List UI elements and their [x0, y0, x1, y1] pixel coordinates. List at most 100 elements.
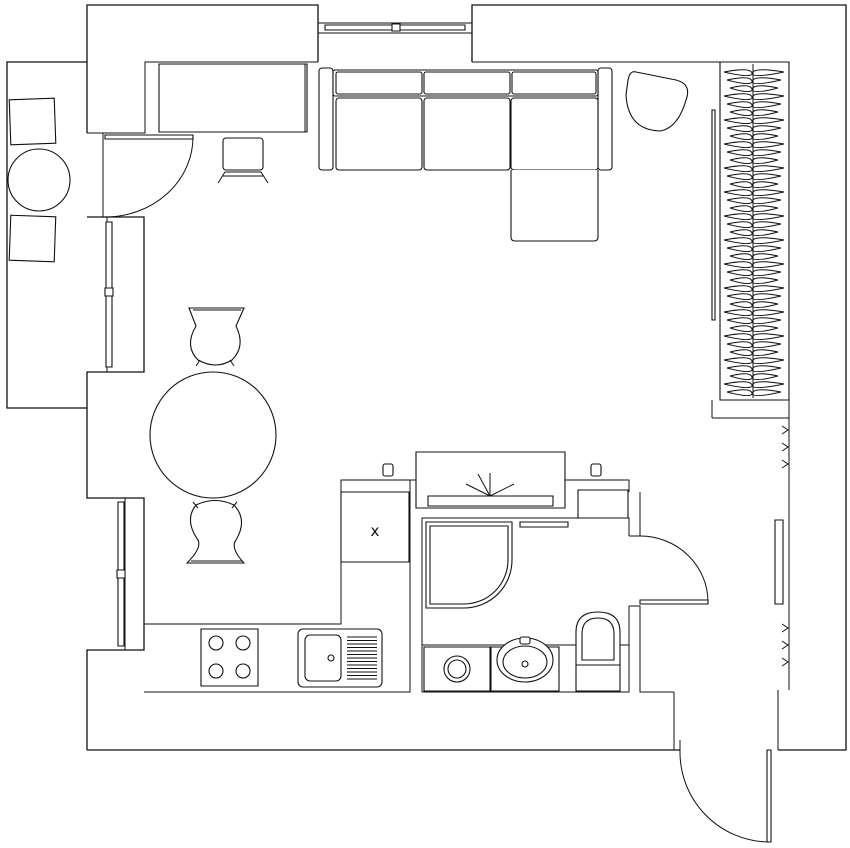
desk-area: [159, 64, 307, 183]
hanger: [730, 302, 778, 308]
sink-drain: [328, 655, 334, 661]
sink-drainboard: [347, 637, 377, 679]
coat-hook: [782, 658, 788, 666]
hanger: [730, 374, 778, 380]
kitchen: x: [144, 464, 410, 692]
cabinet-light-ray-4: [478, 474, 490, 496]
hanger: [724, 190, 784, 196]
balcony: [7, 62, 87, 408]
hanger: [727, 366, 781, 372]
coat-hook: [782, 460, 788, 468]
hanger: [724, 382, 784, 388]
dining-chair-bottom-leg-b: [232, 502, 237, 508]
desk-chair-seat: [223, 138, 263, 170]
desk: [159, 64, 307, 132]
dining-chair-top-leg-b: [230, 360, 234, 366]
washbasin-drain: [522, 661, 528, 667]
towel-rail: [520, 522, 568, 527]
sink-bowl: [305, 635, 341, 681]
bathroom-walls: [422, 518, 629, 692]
burner-1: [209, 636, 223, 650]
dining-set: [150, 308, 276, 563]
hanger: [730, 134, 778, 140]
hanger: [730, 350, 778, 356]
west-window-lower-latch: [117, 570, 125, 578]
bathroom-door-leaf: [640, 600, 708, 604]
hanger: [724, 118, 784, 124]
hall-mirror: [775, 520, 783, 604]
cooktop: [201, 629, 258, 686]
hanger: [730, 230, 778, 236]
hanger: [724, 142, 784, 148]
balcony-chair-top: [9, 98, 56, 145]
entry-cabinet: [341, 452, 629, 518]
hanger: [727, 318, 781, 324]
dining-chair-bottom-shell: [187, 501, 244, 564]
hanger: [724, 286, 784, 292]
sofa-back-cushion-1: [336, 72, 422, 94]
sofa: [319, 68, 612, 241]
burner-2: [236, 636, 250, 650]
wardrobe: [712, 62, 789, 400]
washbasin: [491, 637, 559, 691]
toilet: [576, 612, 620, 691]
hanger: [730, 86, 778, 92]
kitchen-tap: [383, 464, 393, 476]
hanger: [727, 126, 781, 132]
dining-chair-top: [189, 308, 244, 366]
hanger: [727, 78, 781, 84]
cabinet-light: [466, 473, 514, 496]
desk-chair: [218, 138, 268, 183]
hanger: [727, 246, 781, 252]
washing-machine: [424, 647, 490, 691]
hanger: [724, 70, 784, 76]
bathroom-door-swing: [640, 536, 708, 602]
balcony-chair-bottom: [9, 215, 56, 262]
shower: [426, 522, 512, 608]
hanger: [724, 166, 784, 172]
hanger: [730, 254, 778, 260]
hanger: [727, 342, 781, 348]
hall-wardrobe: [775, 418, 789, 750]
balcony-table: [8, 149, 70, 211]
cooktop-frame: [201, 629, 258, 686]
washing-machine-door-inner: [448, 660, 466, 678]
hall-hooks: [782, 426, 788, 666]
bathroom: [422, 518, 629, 692]
hanger: [724, 310, 784, 316]
cabinet-box: [578, 490, 628, 518]
coat-hook: [782, 426, 788, 434]
hanger: [730, 110, 778, 116]
balcony-door-leaf: [105, 135, 193, 139]
burner-4: [236, 664, 250, 678]
entrance-door: [674, 692, 778, 842]
cabinet-tap: [591, 464, 601, 476]
west-window-upper: [87, 217, 144, 372]
coat-hook: [782, 443, 788, 451]
coat-hook: [782, 624, 788, 632]
washbasin-tap: [520, 637, 530, 644]
cabinet-shelf: [428, 496, 553, 506]
wardrobe-hangers: [724, 70, 784, 396]
bathroom-walls-lower: [422, 606, 629, 692]
west-window-lower: [87, 498, 144, 650]
hanger: [724, 214, 784, 220]
sofa-seat-cushion-2: [424, 98, 510, 170]
hanger: [724, 358, 784, 364]
stove-mark: x: [371, 522, 380, 540]
north-window: [318, 23, 472, 33]
wardrobe-door: [712, 110, 715, 320]
north-east-wall: [472, 5, 846, 750]
north-window-latch: [392, 24, 400, 31]
toilet-cistern: [576, 665, 620, 691]
coat-hook: [782, 641, 788, 649]
balcony-door-swing: [105, 137, 193, 217]
sofa-arm-right: [598, 68, 612, 170]
hanger: [730, 278, 778, 284]
dining-chair-top-shell: [189, 308, 244, 365]
sofa-arm-left: [319, 68, 333, 170]
hanger: [727, 222, 781, 228]
sofa-seat-cushion-1: [336, 98, 422, 170]
hanger: [727, 174, 781, 180]
